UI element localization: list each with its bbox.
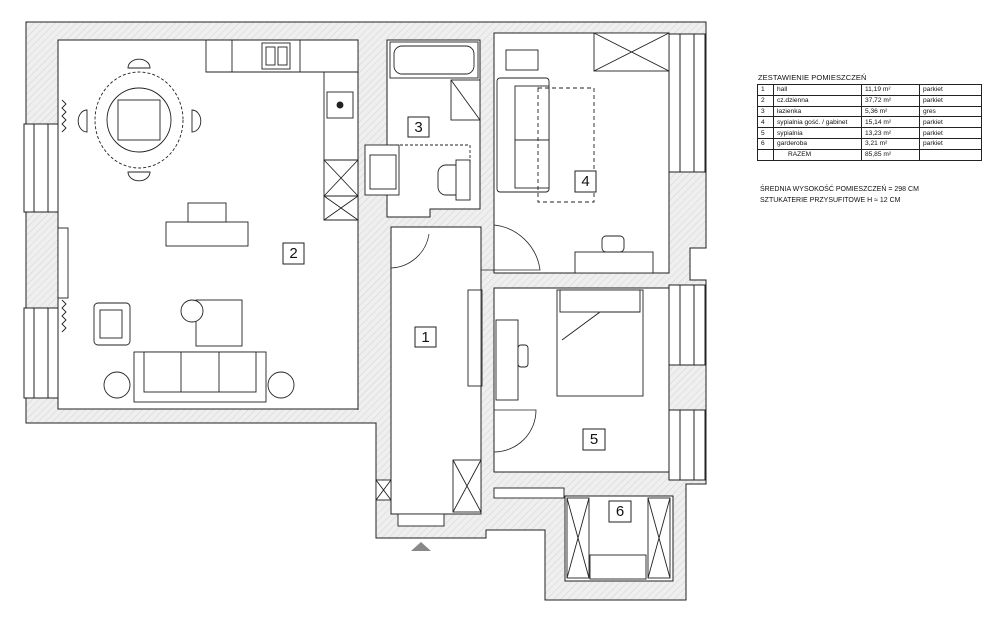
svg-text:1: 1 <box>421 329 429 346</box>
room-name: hall <box>773 84 862 96</box>
room-label-1: 1 <box>414 326 437 348</box>
wardrobe-5 <box>493 487 565 499</box>
table-row: 3 łazienka 5,36 m² gres <box>757 105 982 118</box>
room-label-4: 4 <box>574 170 597 193</box>
total-empty-cell <box>919 148 982 161</box>
room-no: 1 <box>757 84 774 96</box>
summary-title: ZESTAWIENIE POMIESZCZEŃ <box>758 73 867 82</box>
room-area: 37,72 m² <box>861 94 920 107</box>
total-empty-cell <box>757 148 774 161</box>
svg-text:4: 4 <box>581 173 589 190</box>
room-floor: parkiet <box>919 94 982 107</box>
hall-mirror <box>467 289 483 387</box>
room-no: 3 <box>757 105 774 118</box>
room-area: 15,14 m² <box>861 116 920 129</box>
room-no: 6 <box>757 137 774 150</box>
room-5-furniture <box>493 289 644 499</box>
room-label-5: 5 <box>582 428 606 451</box>
room-4-furniture <box>496 32 670 274</box>
entrance-marker <box>411 542 431 551</box>
room-name: sypialnia gość. / gabinet <box>773 116 862 129</box>
svg-text:3: 3 <box>414 119 422 136</box>
room-area: 13,23 m² <box>861 127 920 139</box>
room-label-6: 6 <box>608 500 632 523</box>
table-row: 5 sypialnia 13,23 m² parkiet <box>757 127 982 139</box>
total-label: RAZEM <box>773 148 862 161</box>
tv-console <box>165 221 249 247</box>
window-left-1 <box>23 123 59 213</box>
room-name: sypialnia <box>773 127 862 139</box>
window-right-5b <box>668 409 706 481</box>
table-total-row: RAZEM 85,85 m² <box>757 148 982 161</box>
room-name: garderoba <box>773 137 862 150</box>
room-no: 5 <box>757 127 774 139</box>
room-area: 5,36 m² <box>861 105 920 118</box>
total-area: 85,85 m² <box>861 148 920 161</box>
room-floor: parkiet <box>919 137 982 150</box>
window-right-4 <box>668 33 706 173</box>
doors <box>390 224 541 453</box>
room-name: cz.dzienna <box>773 94 862 107</box>
table-row: 6 garderoba 3,21 m² parkiet <box>757 137 982 150</box>
coffee-table <box>195 299 243 347</box>
room-name: łazienka <box>773 105 862 118</box>
table-row: 4 sypialnia gość. / gabinet 15,14 m² par… <box>757 116 982 129</box>
room-label-2: 2 <box>282 242 305 265</box>
living-furniture <box>57 39 359 403</box>
windows <box>23 33 706 481</box>
room-labels: 1 2 3 4 5 6 <box>282 116 632 523</box>
height-note: ŚREDNIA WYSOKOŚĆ POMIESZCZEŃ = 298 CM <box>760 186 919 193</box>
room-no: 2 <box>757 94 774 107</box>
room-summary-table: 1 hall 11,19 m² parkiet 2 cz.dzienna 37,… <box>757 84 982 161</box>
hall-fixtures <box>357 246 483 551</box>
room-floor: parkiet <box>919 127 982 139</box>
table-row: 2 cz.dzienna 37,72 m² parkiet <box>757 94 982 107</box>
svg-text:6: 6 <box>616 503 624 520</box>
svg-text:5: 5 <box>590 431 598 448</box>
bathroom-fixtures <box>364 41 481 201</box>
room-area: 3,21 m² <box>861 137 920 150</box>
entrance-door <box>397 513 445 527</box>
table-row: 1 hall 11,19 m² parkiet <box>757 84 982 96</box>
dining-table <box>94 71 184 169</box>
room-floor: parkiet <box>919 116 982 129</box>
svg-text:2: 2 <box>289 245 297 262</box>
cornice-note: SZTUKATERIE PRZYSUFITOWE H ≈ 12 CM <box>760 197 901 204</box>
window-right-5a <box>668 284 706 366</box>
room-6-furniture <box>566 497 671 580</box>
room-area: 11,19 m² <box>861 84 920 96</box>
window-left-2 <box>23 307 59 399</box>
room-label-3: 3 <box>407 116 430 138</box>
room-floor: gres <box>919 105 982 118</box>
desk-5 <box>495 319 519 401</box>
desk-4 <box>574 251 654 274</box>
room-no: 4 <box>757 116 774 129</box>
room-floor: parkiet <box>919 84 982 96</box>
